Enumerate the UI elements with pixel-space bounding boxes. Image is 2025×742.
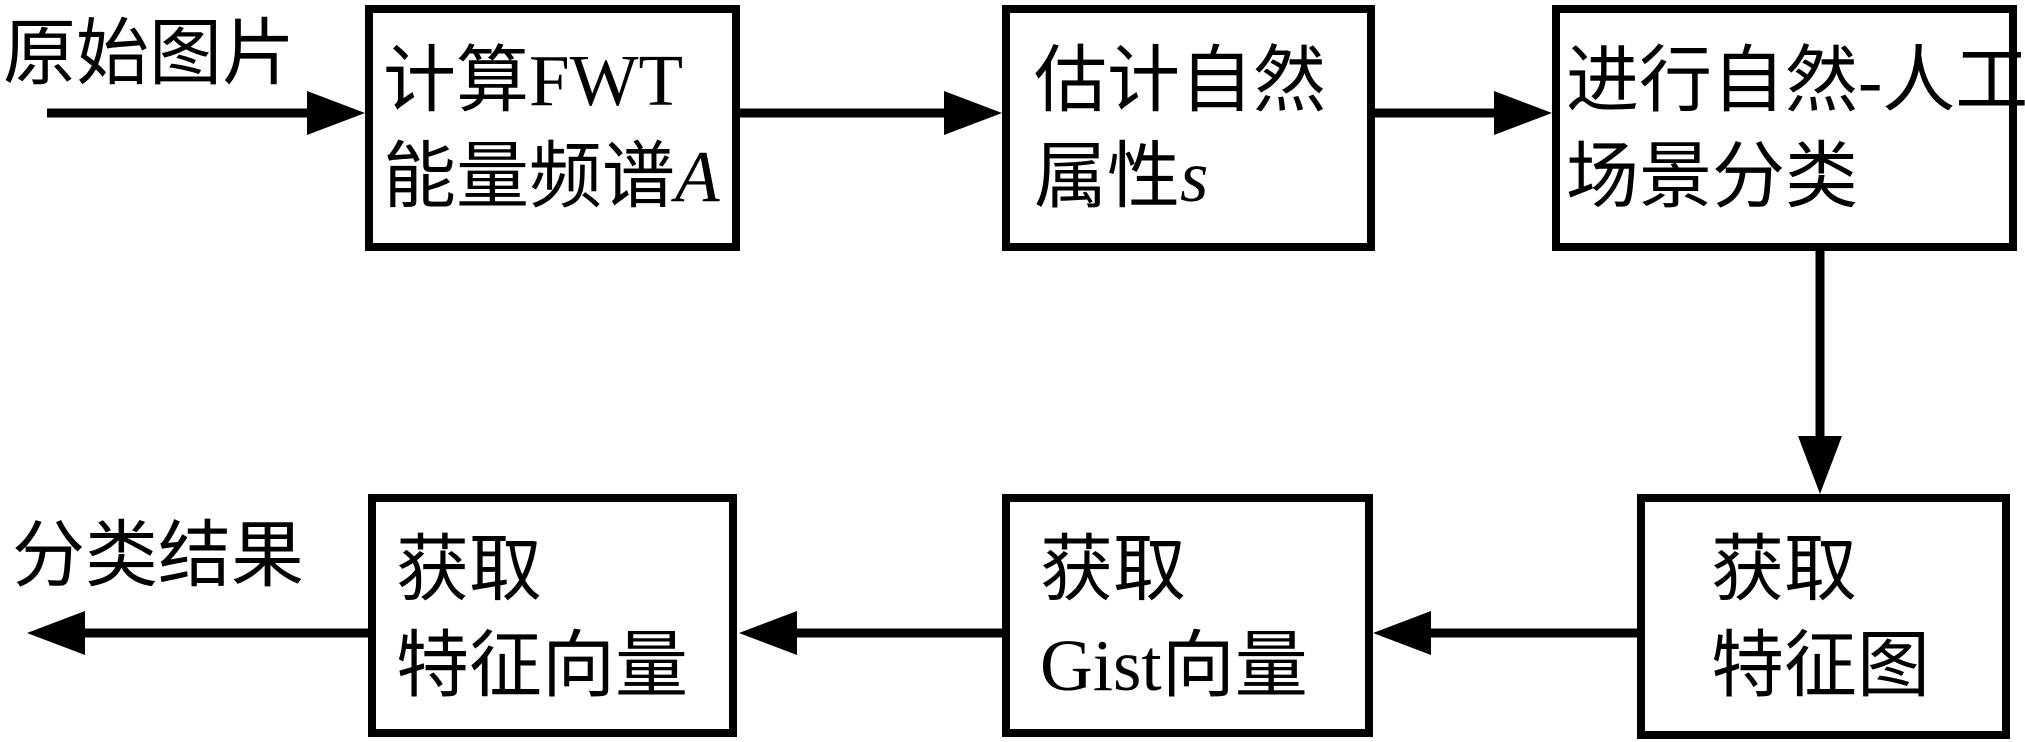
arrow-input-to-fwt-icon [47,91,365,135]
box-line1: 估计自然 [1034,40,1326,121]
box-line2: 特征图 [1711,625,1930,706]
box-line2: 场景分类 [1566,136,1858,217]
arrow-feature-map-to-gist-icon [1373,611,1637,655]
box-line2: 能量频谱A [383,136,720,217]
arrow-fwt-to-estimate-icon [740,91,1002,135]
box-line1: 进行自然-人工 [1566,40,2025,121]
input-label: 原始图片 [3,13,295,94]
box-line1: 获取 [1711,529,1857,610]
flow-box-gist-vector: 获取 Gist向量 [1002,494,1373,737]
flow-box-feature-vector: 获取 特征向量 [368,494,737,737]
box-line1: 获取 [396,529,542,610]
variable-s: s [1180,136,1209,217]
flow-box-compute-fwt: 计算FWT 能量频谱A [365,5,740,251]
flow-box-feature-map: 获取 特征图 [1637,494,2010,739]
arrow-classify-to-feature-map-icon [1798,249,1842,494]
box-line2: 特征向量 [396,625,688,706]
arrow-feature-vector-to-output-icon [27,611,368,655]
arrow-gist-to-feature-vector-icon [739,611,1002,655]
arrow-estimate-to-classify-icon [1375,91,1552,135]
box-line2: Gist向量 [1040,625,1308,706]
variable-A: A [675,136,720,217]
box-line1: 获取 [1040,529,1186,610]
output-label: 分类结果 [12,515,304,596]
flow-box-scene-classify: 进行自然-人工 场景分类 [1552,5,2025,251]
box-line1: 计算FWT [383,40,684,121]
box-line2: 属性s [1034,136,1209,217]
flow-box-estimate-natural: 估计自然 属性s [1002,5,1375,251]
